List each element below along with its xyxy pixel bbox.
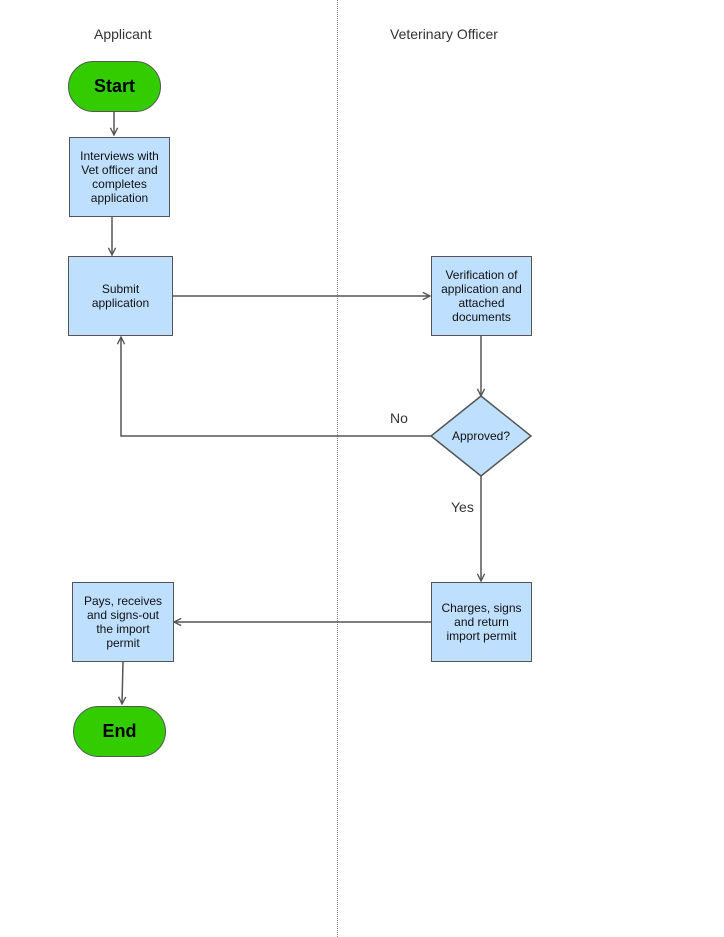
edge-label-no: No — [390, 410, 408, 426]
charges-process-box: Charges, signs and return import permit — [431, 582, 532, 662]
interview-process-box: Interviews with Vet officer and complete… — [69, 137, 170, 217]
start-terminal: Start — [68, 61, 161, 112]
interview-label: Interviews with Vet officer and complete… — [80, 149, 159, 205]
start-label: Start — [93, 76, 135, 96]
decision-diamond — [429, 395, 533, 477]
arrow-pays-to-end — [122, 661, 123, 704]
end-label: End — [102, 721, 137, 741]
pays-label: Pays, receives and signs-out the import … — [83, 594, 163, 650]
end-terminal: End — [73, 706, 166, 757]
decision-text-holder: Approved? — [431, 396, 531, 476]
verify-label: Verification of application and attached… — [441, 268, 522, 324]
charges-label: Charges, signs and return import permit — [441, 601, 522, 643]
swimlane-divider — [337, 0, 338, 937]
submit-label: Submit application — [91, 282, 150, 310]
verify-process-box: Verification of application and attached… — [431, 256, 532, 336]
pays-process-box: Pays, receives and signs-out the import … — [72, 582, 174, 662]
arrow-decision-no-to-submit — [121, 337, 432, 437]
decision-label: Approved? — [451, 429, 511, 443]
lane-title-veterinary-officer: Veterinary Officer — [390, 26, 498, 42]
edge-label-yes: Yes — [451, 499, 474, 515]
submit-process-box: Submit application — [68, 256, 173, 336]
lane-title-applicant: Applicant — [94, 26, 152, 42]
